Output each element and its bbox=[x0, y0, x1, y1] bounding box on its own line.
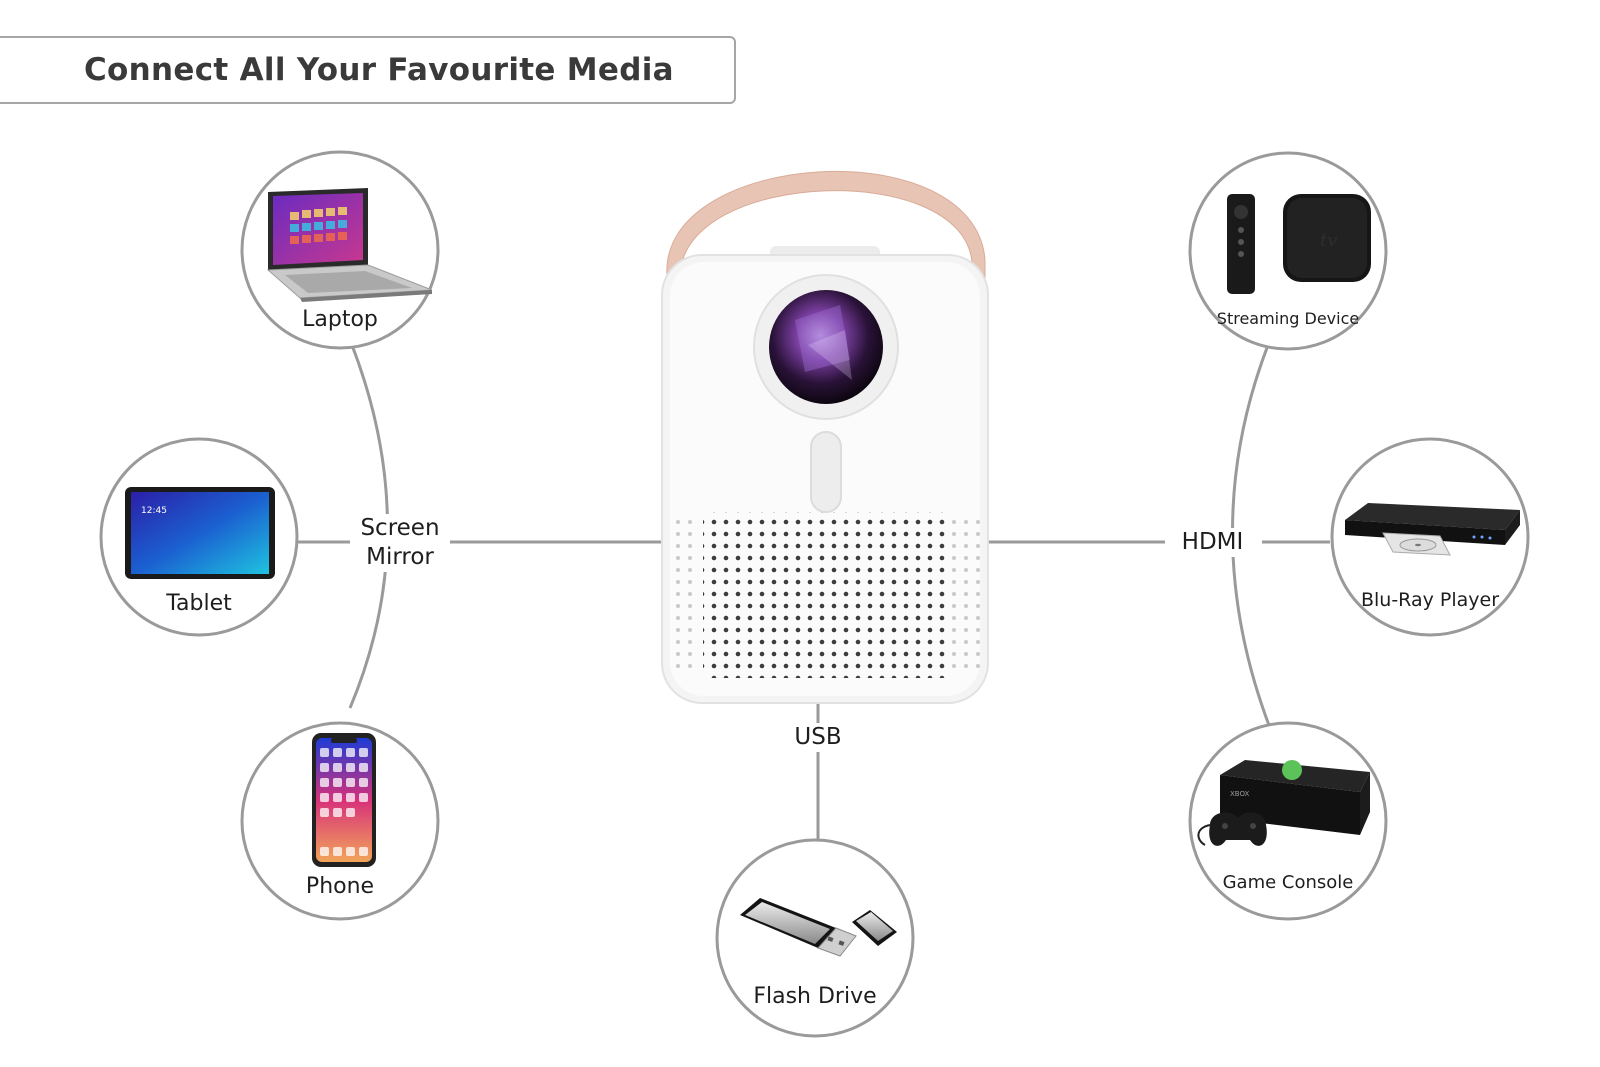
projector-image bbox=[661, 170, 989, 704]
phone-image bbox=[312, 733, 376, 867]
streaming-device-image: tv bbox=[1227, 194, 1371, 294]
xbox-logo: XBOX bbox=[1230, 790, 1250, 798]
streaming-device-label: Streaming Device bbox=[1216, 309, 1360, 328]
flash-drive-image bbox=[740, 898, 897, 957]
tv-logo: tv bbox=[1320, 230, 1337, 251]
usb-label: USB bbox=[778, 723, 858, 752]
projector-lens bbox=[769, 290, 883, 404]
title-box bbox=[0, 36, 736, 104]
game-console-label: Game Console bbox=[1222, 872, 1354, 893]
laptop-image bbox=[266, 188, 433, 302]
tablet-clock: 12:45 bbox=[141, 506, 167, 516]
game-console-image: XBOX bbox=[1197, 760, 1370, 846]
laptop-label: Laptop bbox=[302, 307, 378, 332]
screen-mirror-label: Screen Mirror bbox=[350, 514, 450, 572]
bluray-player-label: Blu-Ray Player bbox=[1360, 589, 1500, 611]
tablet-label: Tablet bbox=[166, 591, 232, 616]
page-title: Connect All Your Favourite Media bbox=[84, 52, 674, 88]
bluray-player-image bbox=[1345, 503, 1520, 556]
projector-button bbox=[810, 431, 842, 513]
flash-drive-label: Flash Drive bbox=[753, 984, 877, 1009]
hdmi-label: HDMI bbox=[1165, 528, 1260, 557]
speaker-grill bbox=[703, 512, 949, 678]
tablet-image: 12:45 bbox=[125, 487, 275, 579]
phone-label: Phone bbox=[305, 874, 375, 899]
